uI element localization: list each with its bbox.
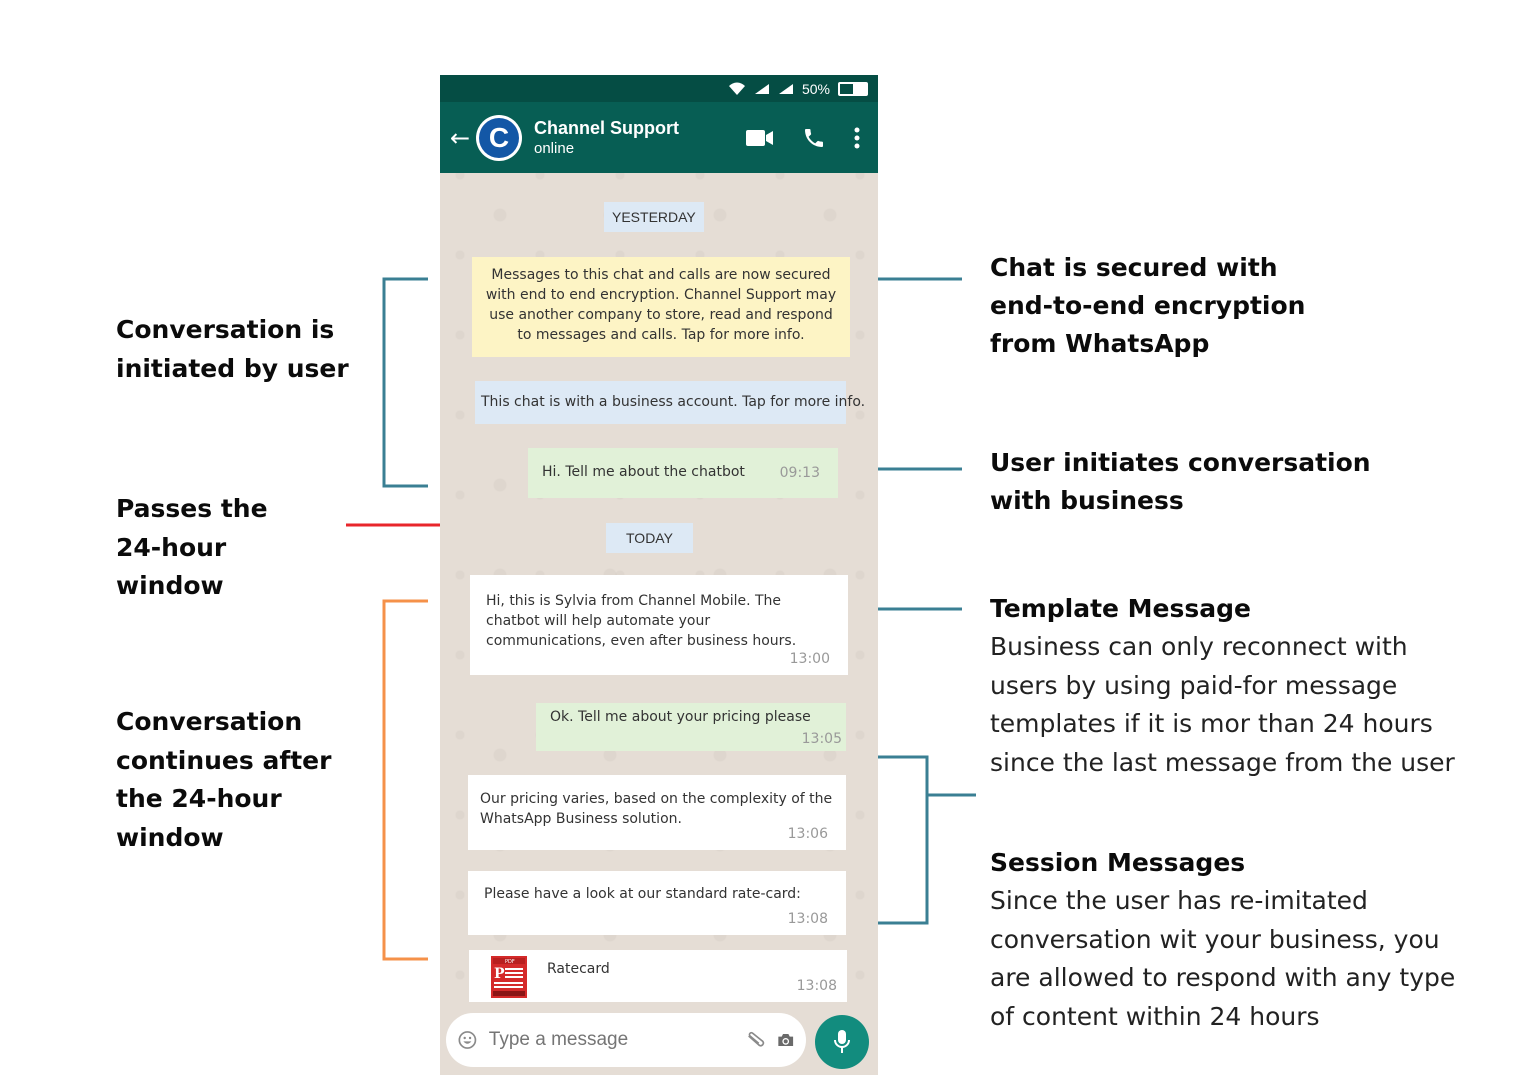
phone-call-icon[interactable] [802,126,826,150]
annotation-text: Passes the 24-hour window [116,494,268,600]
message-text: Hi. Tell me about the chatbot [542,464,745,480]
more-options-icon[interactable] [854,127,860,149]
annotation-24h-window: Passes the 24-hour window [116,490,276,606]
annotation-template-message: Template Message Business can only recon… [990,590,1460,782]
message-time: 13:06 [787,826,828,842]
message-input-bar [446,1013,806,1067]
avatar[interactable]: C [476,114,522,161]
message-time: 13:05 [801,731,842,747]
status-bar: 50% [440,75,878,102]
battery-icon [838,81,868,96]
message-text: Ok. Tell me about your pricing please [550,709,811,725]
annotation-text: Conversation is initiated by user [116,315,349,383]
signal-icon [754,83,769,94]
annotation-body: Since the user has re-imitated conversat… [990,886,1456,1031]
date-chip-today: TODAY [606,523,693,553]
wifi-icon [728,82,745,95]
message-in[interactable]: Our pricing varies, based on the complex… [468,775,846,850]
emoji-icon[interactable] [458,1026,477,1054]
date-chip-yesterday: YESTERDAY [604,202,704,232]
encryption-notice[interactable]: Messages to this chat and calls are now … [472,257,850,357]
annotation-user-initiated: Conversation is initiated by user [116,311,376,388]
message-out[interactable]: Ok. Tell me about your pricing please 13… [536,703,846,751]
annotation-session-messages: Session Messages Since the user has re-i… [990,844,1460,1036]
message-time: 13:08 [787,911,828,927]
annotation-text: Conversation continues after the 24-hour… [116,707,332,852]
phone-screen: 50% ← C Channel Support online YESTERDAY… [440,75,878,1075]
back-arrow-icon[interactable]: ← [450,123,471,152]
annotation-body: Business can only reconnect with users b… [990,632,1455,777]
business-notice-text: This chat is with a business account. Ta… [481,394,866,410]
voice-record-button[interactable] [815,1015,869,1069]
attach-paperclip-icon[interactable] [746,1028,765,1052]
annotation-title: Template Message [990,594,1251,623]
message-time: 09:13 [779,465,820,481]
message-text: Please have a look at our standard rate-… [484,886,801,902]
message-out[interactable]: Hi. Tell me about the chatbot 09:13 [528,448,838,498]
camera-icon[interactable] [777,1029,794,1051]
chat-header: ← C Channel Support online [440,102,878,173]
annotation-title: User initiates conversation with busines… [990,448,1371,515]
annotation-title: Chat is secured with end-to-end encrypti… [990,253,1306,358]
video-call-icon[interactable] [746,129,774,147]
message-in-template[interactable]: Hi, this is Sylvia from Channel Mobile. … [470,575,848,675]
contact-name: Channel Support [534,117,679,138]
annotation-title: Session Messages [990,848,1246,877]
attachment-name: Ratecard [547,961,610,977]
message-text: Our pricing varies, based on the complex… [480,791,833,827]
annotation-user-initiates: User initiates conversation with busines… [990,444,1390,520]
microphone-icon [834,1030,850,1053]
message-text: Hi, this is Sylvia from Channel Mobile. … [486,593,797,649]
contact-info[interactable]: Channel Support online [534,117,746,159]
svg-text:PDF: PDF [505,959,515,965]
encryption-notice-text: Messages to this chat and calls are now … [485,267,837,343]
annotation-continues: Conversation continues after the 24-hour… [116,703,386,857]
message-input[interactable] [488,1029,734,1051]
business-notice[interactable]: This chat is with a business account. Ta… [475,381,865,424]
message-in[interactable]: Please have a look at our standard rate-… [468,871,846,935]
svg-text:P: P [494,966,505,982]
battery-percent: 50% [801,80,830,97]
annotation-encryption: Chat is secured with end-to-end encrypti… [990,249,1320,363]
pdf-document-icon: PDF P [491,956,527,998]
contact-status: online [534,139,575,157]
signal-icon [778,83,793,94]
avatar-letter: C [479,117,519,158]
message-time: 13:00 [789,651,830,667]
message-in-attachment[interactable]: PDF P Ratecard 13:08 [469,950,847,1002]
message-time: 13:08 [796,978,837,994]
